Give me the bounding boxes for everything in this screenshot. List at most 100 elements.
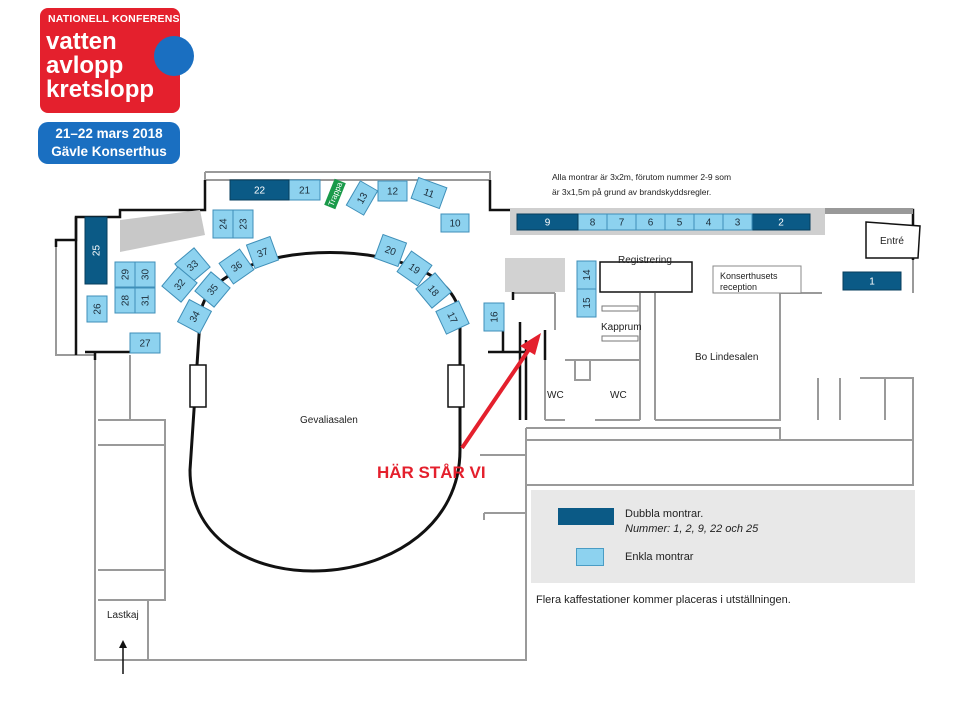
booth-rect bbox=[396, 250, 433, 287]
booth-26: 26 bbox=[86, 295, 108, 323]
room-labels: Gevaliasalen Registrering Konserthusets … bbox=[107, 236, 904, 621]
booth-number: 7 bbox=[619, 218, 625, 229]
booth-rect bbox=[134, 261, 156, 288]
booth-note-line1: Alla montrar är 3x2m, förutom nummer 2-9… bbox=[552, 172, 732, 182]
booth-3: 3 bbox=[722, 213, 753, 231]
booth-11: 11 bbox=[410, 176, 448, 210]
booth-number: 28 bbox=[121, 295, 132, 307]
booth-rect bbox=[194, 271, 231, 308]
booth-9: 9 bbox=[516, 213, 579, 231]
logo-line-3: kretslopp bbox=[46, 76, 155, 103]
booth-6: 6 bbox=[635, 213, 666, 231]
booth-rect bbox=[129, 332, 161, 354]
booth-number: 8 bbox=[590, 218, 596, 229]
booth-number: 21 bbox=[299, 186, 311, 197]
booth-number: 16 bbox=[490, 311, 501, 323]
booth-34: 34 bbox=[176, 298, 213, 335]
booth-14: 14 bbox=[576, 260, 597, 290]
legend-double-title: Dubbla montrar. bbox=[625, 508, 704, 520]
registration-label: Registrering bbox=[618, 255, 672, 266]
reception-label-2: reception bbox=[720, 282, 757, 292]
entrance-box bbox=[865, 221, 921, 259]
legend-single-swatch bbox=[576, 548, 604, 566]
booth-7: 7 bbox=[606, 213, 637, 231]
booth-19: 19 bbox=[396, 250, 433, 287]
booth-16: 16 bbox=[483, 302, 505, 332]
booth-number: 1 bbox=[869, 277, 875, 288]
booth-rect bbox=[86, 295, 108, 323]
booth-10: 10 bbox=[440, 213, 470, 233]
booth-23: 23 bbox=[232, 209, 254, 239]
legend-double-sub: Nummer: 1, 2, 9, 22 och 25 bbox=[625, 523, 759, 535]
booth-24: 24 bbox=[212, 209, 234, 239]
logo-line-1: vatten bbox=[46, 28, 117, 55]
booth-number: 27 bbox=[139, 339, 151, 350]
registration-desk bbox=[599, 261, 693, 293]
legend-single-label: Enkla montrar bbox=[625, 551, 694, 563]
booth-15: 15 bbox=[576, 288, 597, 318]
booth-4: 4 bbox=[693, 213, 724, 231]
main-hall-label: Gevaliasalen bbox=[300, 415, 358, 426]
date-badge: 21–22 mars 2018 Gävle Konserthus bbox=[38, 122, 180, 164]
booth-31: 31 bbox=[134, 287, 156, 314]
wc2-label: WC bbox=[610, 390, 627, 401]
cloak-rail-1 bbox=[601, 305, 639, 312]
booth-rect bbox=[842, 271, 902, 291]
booth-number: 9 bbox=[545, 218, 551, 229]
booth-number: 2 bbox=[778, 218, 784, 229]
booth-29: 29 bbox=[114, 261, 136, 288]
booth-number: 14 bbox=[582, 269, 593, 281]
loading-dock-label: Lastkaj bbox=[107, 610, 139, 621]
booth-number: 11 bbox=[422, 187, 436, 201]
booth-rect bbox=[483, 302, 505, 332]
booth-number: 13 bbox=[355, 191, 370, 207]
booth-number: 24 bbox=[219, 218, 230, 230]
booth-number: 15 bbox=[582, 297, 593, 309]
cloakroom-label: Kapprum bbox=[601, 322, 642, 333]
storage-block bbox=[505, 258, 565, 292]
booth-number: 10 bbox=[449, 219, 461, 230]
booth-17: 17 bbox=[435, 300, 470, 335]
coffee-footnote: Flera kaffestationer kommer placeras i u… bbox=[536, 594, 791, 606]
legend-double-swatch bbox=[558, 508, 614, 525]
main-hall-outline bbox=[188, 251, 462, 573]
booth-number: 20 bbox=[383, 244, 398, 258]
cloak-rail-2 bbox=[601, 335, 639, 342]
booth-20: 20 bbox=[373, 233, 408, 268]
booth-18: 18 bbox=[415, 272, 452, 309]
booth-number: 23 bbox=[239, 218, 250, 230]
logo-top-text: NATIONELL KONFERENS bbox=[48, 13, 180, 25]
booth-8: 8 bbox=[577, 213, 608, 231]
booth-rect bbox=[410, 176, 448, 210]
logo-line-2: avlopp bbox=[46, 52, 124, 79]
booth-number: 31 bbox=[141, 295, 152, 307]
loading-arrow-icon bbox=[119, 640, 127, 674]
here-label: HÄR STÅR VI bbox=[377, 463, 486, 482]
booth-2: 2 bbox=[751, 213, 811, 231]
reception-desk bbox=[712, 265, 802, 294]
booth-35: 35 bbox=[194, 271, 231, 308]
booth-number: 25 bbox=[92, 245, 103, 257]
booth-1: 1 bbox=[842, 271, 902, 291]
booth-rect bbox=[229, 179, 290, 201]
booth-number: 5 bbox=[677, 218, 683, 229]
booth-number: 22 bbox=[254, 186, 266, 197]
logo-dot-icon bbox=[154, 36, 194, 76]
booth-number: 6 bbox=[648, 218, 654, 229]
booth-number: 3 bbox=[735, 218, 741, 229]
booth-13: 13 bbox=[345, 180, 379, 216]
booth-rect bbox=[134, 287, 156, 314]
booth-rect bbox=[218, 248, 255, 285]
venue-text: Gävle Konserthus bbox=[51, 144, 167, 159]
booth-37: 37 bbox=[245, 235, 280, 270]
stairs: Trappa bbox=[324, 178, 346, 210]
booth-30: 30 bbox=[134, 261, 156, 288]
here-arrow bbox=[460, 333, 541, 450]
booth-rect bbox=[84, 216, 108, 285]
booth-12: 12 bbox=[377, 180, 408, 202]
booth-21: 21 bbox=[288, 179, 321, 201]
reception-label-1: Konserthusets bbox=[720, 271, 778, 281]
hall2-label: Bo Lindesalen bbox=[695, 352, 758, 363]
booth-number: 30 bbox=[141, 269, 152, 281]
